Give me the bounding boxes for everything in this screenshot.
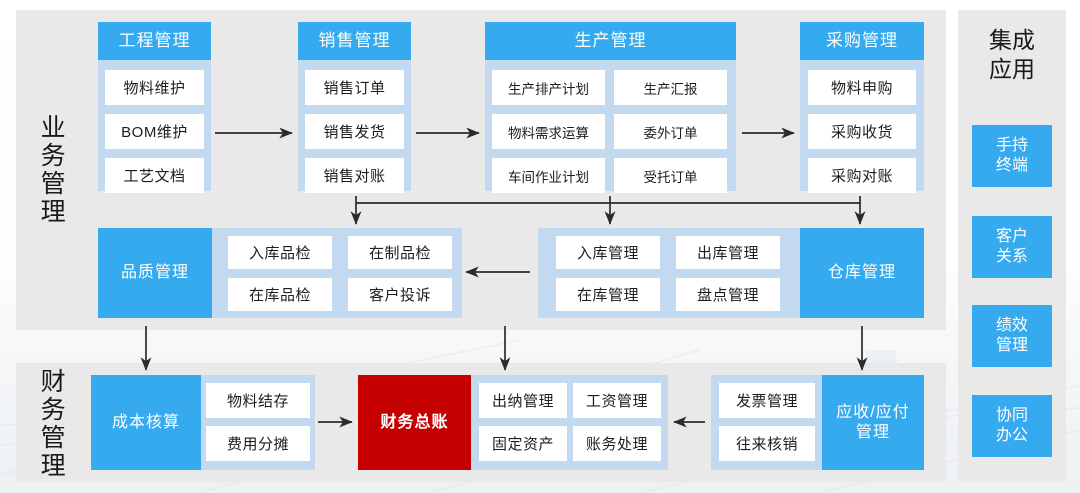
receivable-payable-line1: 应收/应付	[836, 403, 910, 421]
cell-stock-inspection[interactable]: 在库品检	[228, 278, 332, 311]
cell-entrusted-order[interactable]: 受托订单	[614, 158, 727, 193]
group-cost-accounting-side[interactable]: 成本核算	[91, 375, 201, 470]
cell-settlement-writeoff[interactable]: 往来核销	[719, 426, 815, 461]
rail-button-performance-management[interactable]: 绩效 管理	[972, 305, 1052, 367]
group-purchasing-header[interactable]: 采购管理	[800, 22, 924, 60]
cell-stock-management[interactable]: 在库管理	[556, 278, 660, 311]
rail-button-performance-management-line1: 绩效	[995, 317, 1028, 334]
cell-invoice-management[interactable]: 发票管理	[719, 383, 815, 418]
group-quality-side[interactable]: 品质管理	[98, 228, 212, 318]
finance-section-label: 财务管理	[37, 368, 66, 480]
cell-sales-delivery[interactable]: 销售发货	[305, 114, 404, 149]
cell-material-balance[interactable]: 物料结存	[206, 383, 310, 418]
cell-workshop-plan[interactable]: 车间作业计划	[492, 158, 605, 193]
rail-button-performance-management-line2: 管理	[995, 337, 1028, 354]
group-production-header[interactable]: 生产管理	[485, 22, 736, 60]
cell-outsourcing-order[interactable]: 委外订单	[614, 114, 727, 149]
cell-payroll-management[interactable]: 工资管理	[573, 383, 661, 418]
rail-button-collaborative-office[interactable]: 协同 办公	[972, 395, 1052, 457]
group-general-ledger-side[interactable]: 财务总账	[358, 375, 471, 470]
rail-button-collaborative-office-line1: 协同	[995, 407, 1028, 424]
cell-production-report[interactable]: 生产汇报	[614, 70, 727, 105]
cell-material-requirement[interactable]: 物料需求运算	[492, 114, 605, 149]
integrated-apps-title-line1: 集成	[989, 27, 1035, 53]
group-sales-header[interactable]: 销售管理	[298, 22, 411, 60]
rail-button-customer-relations-line2: 关系	[995, 248, 1028, 265]
integrated-apps-title: 集成 应用	[958, 26, 1066, 84]
cell-bom-maintenance[interactable]: BOM维护	[105, 114, 204, 149]
cell-material-maintenance[interactable]: 物料维护	[105, 70, 204, 105]
cell-accounting-processing[interactable]: 账务处理	[573, 426, 661, 461]
cell-purchase-reconciliation[interactable]: 采购对账	[808, 158, 916, 193]
cell-sales-reconciliation[interactable]: 销售对账	[305, 158, 404, 193]
cell-cashier-management[interactable]: 出纳管理	[479, 383, 567, 418]
cell-process-document[interactable]: 工艺文档	[105, 158, 204, 193]
rail-button-customer-relations-line1: 客户	[995, 228, 1028, 245]
group-engineering-header[interactable]: 工程管理	[98, 22, 211, 60]
cell-inbound-management[interactable]: 入库管理	[556, 236, 660, 269]
cell-expense-allocation[interactable]: 费用分摊	[206, 426, 310, 461]
integrated-apps-title-line2: 应用	[989, 55, 1035, 82]
cell-fixed-assets[interactable]: 固定资产	[479, 426, 567, 461]
rail-button-customer-relations[interactable]: 客户 关系	[972, 216, 1052, 278]
cell-wip-inspection[interactable]: 在制品检	[348, 236, 452, 269]
cell-inbound-inspection[interactable]: 入库品检	[228, 236, 332, 269]
business-section-label: 业务管理	[37, 114, 66, 226]
group-receivable-payable-side[interactable]: 应收/应付 管理	[822, 375, 924, 470]
cell-material-requisition[interactable]: 物料申购	[808, 70, 916, 105]
group-warehouse-side[interactable]: 仓库管理	[800, 228, 924, 318]
receivable-payable-line2: 管理	[855, 423, 890, 441]
cell-purchase-receipt[interactable]: 采购收货	[808, 114, 916, 149]
rail-button-collaborative-office-line2: 办公	[995, 427, 1028, 444]
cell-production-schedule[interactable]: 生产排产计划	[492, 70, 605, 105]
cell-outbound-management[interactable]: 出库管理	[676, 236, 780, 269]
cell-sales-order[interactable]: 销售订单	[305, 70, 404, 105]
cell-customer-complaint[interactable]: 客户投诉	[348, 278, 452, 311]
rail-button-handheld-terminal[interactable]: 手持 终端	[972, 125, 1052, 187]
cell-inventory-count[interactable]: 盘点管理	[676, 278, 780, 311]
rail-button-handheld-terminal-line1: 手持	[995, 137, 1028, 154]
rail-button-handheld-terminal-line2: 终端	[995, 157, 1028, 174]
